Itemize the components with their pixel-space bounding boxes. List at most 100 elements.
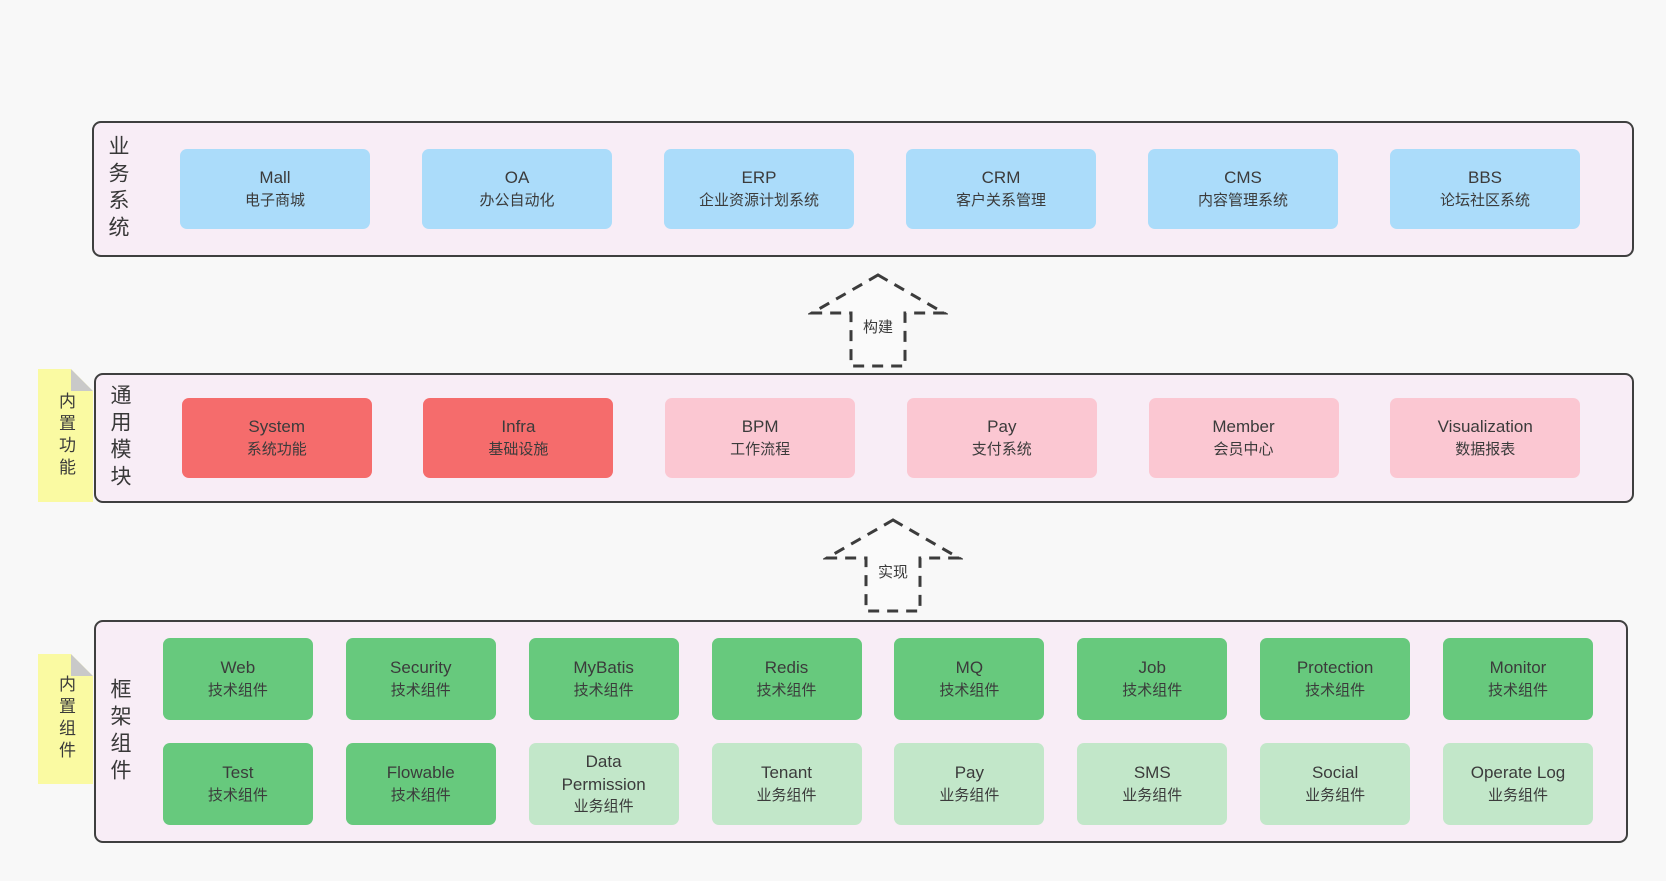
box-title: MyBatis xyxy=(573,658,634,678)
sticky-tab-built-in-components: 内置组件 xyxy=(38,654,93,784)
box-title: System xyxy=(248,417,306,437)
diagram-box-security: Security 技术组件 xyxy=(345,638,496,720)
arrow-implement-label: 实现 xyxy=(874,561,912,582)
box-subtitle: 业务组件 xyxy=(756,786,817,804)
diagram-box-crm: CRM 客户关系管理 xyxy=(906,149,1096,229)
box-subtitle: 办公自动化 xyxy=(479,191,555,209)
sticky-tab-built-in-features: 内置功能 xyxy=(38,369,93,502)
box-title: Pay xyxy=(954,763,985,783)
arrow-build-label: 构建 xyxy=(859,316,897,337)
box-subtitle: 客户关系管理 xyxy=(955,191,1046,209)
box-subtitle: 会员中心 xyxy=(1213,440,1274,458)
box-subtitle: 电子商城 xyxy=(244,191,305,209)
box-title: SMS xyxy=(1133,763,1171,783)
diagram-box-flowable: Flowable 技术组件 xyxy=(345,743,496,825)
diagram-box-infra: Infra 基础设施 xyxy=(423,398,614,478)
box-subtitle: 基础设施 xyxy=(488,440,549,458)
box-title: Web xyxy=(220,658,256,678)
box-subtitle: 工作流程 xyxy=(730,440,791,458)
box-subtitle: 技术组件 xyxy=(207,681,268,699)
box-title: BPM xyxy=(741,417,779,437)
box-title: Protection xyxy=(1296,658,1374,678)
box-subtitle: 技术组件 xyxy=(939,681,1000,699)
box-title: MQ xyxy=(955,658,984,678)
box-subtitle: 数据报表 xyxy=(1455,440,1516,458)
diagram-box-erp: ERP 企业资源计划系统 xyxy=(664,149,854,229)
box-subtitle: 技术组件 xyxy=(1122,681,1183,699)
diagram-box-bpm: BPM 工作流程 xyxy=(665,398,856,478)
box-title: Social xyxy=(1311,763,1359,783)
folded-corner-icon xyxy=(71,369,93,391)
panel-business-systems: 业务系统 Mall 电子商城 OA 办公自动化 ERP 企业资源计划系统 CRM 客户关系管理… xyxy=(92,121,1634,257)
diagram-box-sms: SMS 业务组件 xyxy=(1077,743,1228,825)
box-subtitle: 技术组件 xyxy=(573,681,634,699)
diagram-box-mall: Mall 电子商城 xyxy=(180,149,370,229)
dashed-up-arrow-implement: 实现 xyxy=(823,517,963,614)
folded-corner-icon xyxy=(71,654,93,676)
sticky-tab-built-in-features-label: 内置功能 xyxy=(56,391,75,480)
dashed-up-arrow-build: 构建 xyxy=(808,272,948,369)
box-subtitle: 内容管理系统 xyxy=(1197,191,1288,209)
diagram-box-pay: Pay 支付系统 xyxy=(906,398,1097,478)
box-title: Redis xyxy=(764,658,809,678)
sticky-tab-built-in-components-label: 内置组件 xyxy=(56,675,75,763)
box-subtitle: 技术组件 xyxy=(390,681,451,699)
box-title: BBS xyxy=(1467,168,1503,188)
diagram-box-operate-log: Operate Log 业务组件 xyxy=(1443,743,1593,825)
box-subtitle: 业务组件 xyxy=(573,798,634,816)
box-subtitle: 技术组件 xyxy=(390,786,451,804)
panel-common-modules-label: 通用模块 xyxy=(108,384,131,492)
box-title: Security xyxy=(390,658,452,678)
box-title: CMS xyxy=(1224,168,1262,188)
box-subtitle: 技术组件 xyxy=(1487,681,1548,699)
box-subtitle: 技术组件 xyxy=(1305,681,1366,699)
diagram-box-redis: Redis 技术组件 xyxy=(711,638,862,720)
box-title: Operate Log xyxy=(1470,763,1566,783)
panel-common-modules: 通用模块 System 系统功能 Infra 基础设施 BPM 工作流程 Pay 支付系统 Me… xyxy=(94,373,1634,503)
box-title: Visualization xyxy=(1437,417,1533,437)
diagram-box-tenant: Tenant 业务组件 xyxy=(711,743,862,825)
box-subtitle: 支付系统 xyxy=(971,440,1032,458)
business-systems-box-row: Mall 电子商城 OA 办公自动化 ERP 企业资源计划系统 CRM 客户关系管理 CMS 内容… xyxy=(128,149,1632,229)
diagram-box-system: System 系统功能 xyxy=(181,398,372,478)
box-title: Mall xyxy=(259,168,291,188)
box-title: Flowable xyxy=(386,763,455,783)
box-subtitle: 企业资源计划系统 xyxy=(698,191,819,209)
box-title: Job xyxy=(1138,658,1166,678)
diagram-box-cms: CMS 内容管理系统 xyxy=(1148,149,1338,229)
box-title: ERP xyxy=(741,168,777,188)
box-title: Monitor xyxy=(1489,658,1547,678)
panel-framework-components-label: 框架组件 xyxy=(108,677,131,786)
box-title: OA xyxy=(504,168,530,188)
panel-business-systems-label: 业务系统 xyxy=(106,135,129,243)
diagram-box-web: Web 技术组件 xyxy=(162,638,313,720)
box-subtitle: 技术组件 xyxy=(756,681,817,699)
box-subtitle: 业务组件 xyxy=(939,786,1000,804)
diagram-box-mybatis: MyBatis 技术组件 xyxy=(528,638,679,720)
diagram-box-monitor: Monitor 技术组件 xyxy=(1443,638,1593,720)
box-subtitle: 技术组件 xyxy=(207,786,268,804)
box-subtitle: 业务组件 xyxy=(1487,786,1548,804)
box-subtitle: 系统功能 xyxy=(246,440,307,458)
box-title: Test xyxy=(222,763,254,783)
diagram-box-job: Job 技术组件 xyxy=(1077,638,1228,720)
diagram-box-test: Test 技术组件 xyxy=(162,743,313,825)
box-title: CRM xyxy=(981,168,1021,188)
box-subtitle: 业务组件 xyxy=(1122,786,1183,804)
diagram-box-mq: MQ 技术组件 xyxy=(894,638,1045,720)
diagram-box-visualization: Visualization 数据报表 xyxy=(1390,398,1581,478)
box-title: Pay xyxy=(987,417,1017,437)
box-title: Infra xyxy=(501,417,536,437)
diagram-box-oa: OA 办公自动化 xyxy=(422,149,612,229)
diagram-box-pay: Pay 业务组件 xyxy=(894,743,1045,825)
box-title: Data Permission xyxy=(561,751,646,794)
box-title: Tenant xyxy=(760,763,813,783)
